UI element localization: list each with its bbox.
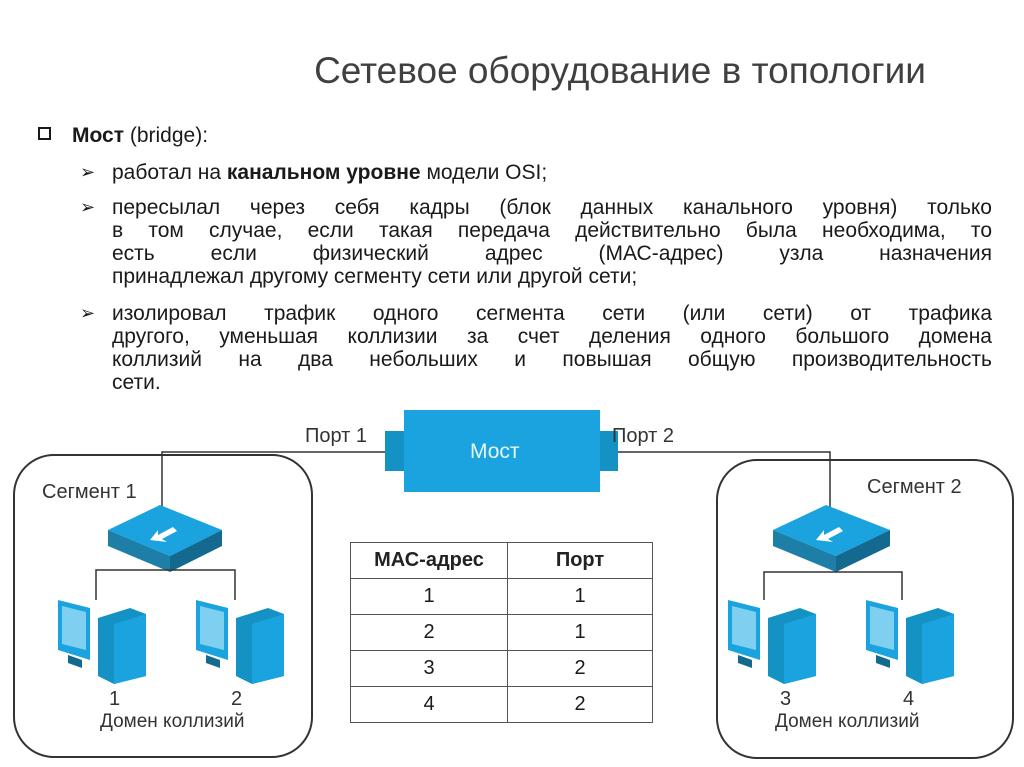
sub-bullet-3-line: другого, уменьшая коллизии за счет делен… <box>112 325 992 348</box>
bridge-device <box>385 410 618 492</box>
table-cell: 2 <box>507 686 653 723</box>
sub-bullet-3-line: изолировал трафик одного сегмента сети (… <box>112 302 992 325</box>
sub-bullet-3-line: коллизий на два небольших и повышая общу… <box>112 348 992 371</box>
table-row: 1 1 <box>350 578 653 615</box>
computer-2-icon <box>196 600 284 684</box>
computer-3-icon <box>728 600 816 684</box>
table-cell: 1 <box>507 614 653 651</box>
segment-1-label: Сегмент 1 <box>42 481 137 503</box>
sub-bullet-2-line: есть если физический адрес (МАС-адрес) у… <box>112 242 992 265</box>
host-3-label: 3 <box>780 688 792 710</box>
table-header-port: Порт <box>507 542 653 579</box>
bullet-main-bold: Мост <box>72 124 125 147</box>
table-row: 2 1 <box>350 614 653 651</box>
table-header-row: МАС-адрес Порт <box>350 542 653 579</box>
title-area: Сетевое оборудование в топологии <box>0 0 1024 110</box>
segment-1-box <box>13 454 313 758</box>
table-cell: 4 <box>350 686 508 723</box>
sub-bullet-1-prefix: работал на <box>112 161 227 184</box>
sub-bullet-3-line: сети. <box>112 371 161 394</box>
computer-4-icon <box>866 600 954 684</box>
table-row: 3 2 <box>350 650 653 687</box>
table-cell: 1 <box>350 578 508 615</box>
sub-bullet-2-line: в том случае, если такая передача действ… <box>112 219 992 242</box>
sub-bullet-1-suffix: модели OSI; <box>420 161 548 184</box>
port-1-label: Порт 1 <box>305 425 368 447</box>
mac-table: МАС-адрес Порт 1 1 2 1 3 2 4 2 <box>350 542 653 723</box>
table-cell: 3 <box>350 650 508 687</box>
arrow-bullet-icon: ➢ <box>80 162 96 182</box>
arrow-bullet-icon: ➢ <box>80 197 96 217</box>
segment-2-label: Сегмент 2 <box>867 476 962 498</box>
switch-1-icon <box>108 505 222 572</box>
sub-bullet-2-line: принадлежал другому сегменту сети или др… <box>112 265 638 288</box>
sub-bullet-1-bold: канальном уровне <box>226 161 421 184</box>
bullet-main-rest: (bridge): <box>124 124 209 147</box>
segment-2-box <box>716 459 1014 759</box>
collision-domain-1-label: Домен коллизий <box>100 711 245 732</box>
table-row: 4 2 <box>350 686 653 723</box>
arrow-bullet-icon: ➢ <box>80 303 96 323</box>
port-1-link <box>161 451 390 515</box>
page-title: Сетевое оборудование в топологии <box>314 50 926 91</box>
switch-2-icon <box>773 505 890 572</box>
square-bullet-icon <box>38 127 51 140</box>
collision-domain-2-label: Домен коллизий <box>775 711 920 732</box>
table-cell: 1 <box>507 578 653 615</box>
table-cell: 2 <box>507 650 653 687</box>
host-2-label: 2 <box>231 688 243 710</box>
port-2-label: Порт 2 <box>612 425 675 447</box>
host-1-label: 1 <box>109 688 121 710</box>
port-2-link <box>606 451 831 515</box>
table-header-mac: МАС-адрес <box>350 542 508 579</box>
table-cell: 2 <box>350 614 508 651</box>
computer-1-icon <box>58 600 146 684</box>
bridge-label: Мост <box>470 440 520 463</box>
host-4-label: 4 <box>903 688 915 710</box>
sub-bullet-2-line: пересылал через себя кадры (блок данных … <box>112 196 992 219</box>
